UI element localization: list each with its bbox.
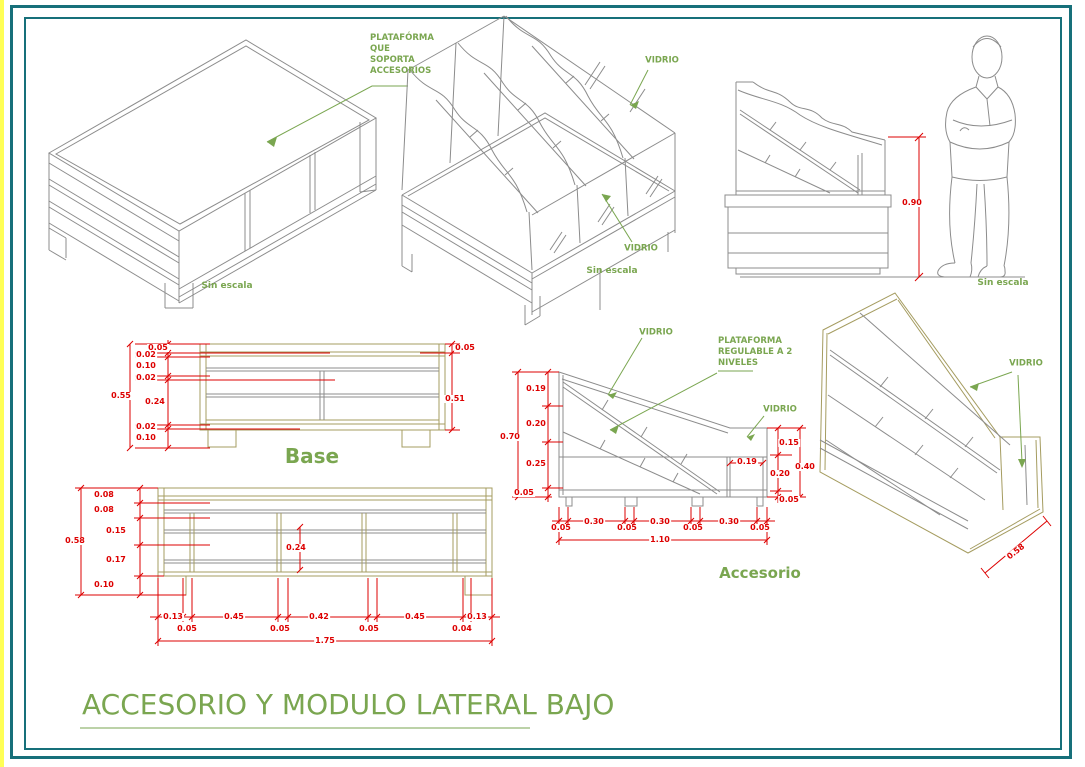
view-label-accesorio: Accesorio [719,564,801,582]
dim-label: 0.10 [135,361,157,370]
dim-label: 0.30 [583,517,605,526]
inner-border [24,17,1062,750]
dim-label: 0.05 [616,523,638,532]
dim-label: 0.08 [93,490,115,499]
dim-label: 0.40 [794,462,816,471]
dim-label: 0.05 [749,523,771,532]
dim-label: 0.05 [778,495,800,504]
dim-label: 0.42 [308,612,330,621]
dim-label: 0.70 [499,432,521,441]
dim-label: 0.05 [358,624,380,633]
dim-label: 0.04 [451,624,473,633]
dim-label: 0.15 [105,526,127,535]
iso-base-table-drawing [48,39,408,309]
front-view-drawing [75,484,500,646]
sheet-edge-strip [0,0,4,767]
dim-label: 0.45 [223,612,245,621]
iso-accessory-drawing [819,292,1052,579]
dim-label: 0.58 [64,536,86,545]
dim-label: 0.20 [769,469,791,478]
dim-label: 0.05 [550,523,572,532]
dim-label: 0.13 [162,612,184,621]
dim-label: 0.19 [525,384,547,393]
dim-label: 0.25 [525,459,547,468]
dim-label: 0.24 [144,397,166,406]
dim-label: 0.05 [682,523,704,532]
dim-label: 0.05 [454,343,476,352]
platform-annotation: PLATAFÓRMA QUE SOPORTA ACCESORIOS [370,33,434,77]
side-elevation-drawing [724,35,1025,282]
scale-note: Sin escala [586,266,638,276]
sheet-title: ACCESORIO Y MODULO LATERAL BAJO [82,688,615,721]
base-front-view-drawing [126,340,460,452]
view-label-base: Base [284,444,340,468]
dim-label: 0.13 [466,612,488,621]
dim-label: 0.05 [176,624,198,633]
vidrio-label: VIDRIO [763,404,797,415]
iso-display-drawing [401,15,676,326]
dim-label: 0.30 [718,517,740,526]
dim-label: 0.30 [649,517,671,526]
vidrio-label: VIDRIO [639,327,673,338]
dim-label: 1.75 [314,636,336,645]
vidrio-label: VIDRIO [1009,358,1043,369]
dim-label: 0.17 [105,555,127,564]
dim-label: 0.55 [110,391,132,400]
dim-label: 0.10 [93,580,115,589]
dim-label: 0.02 [135,422,157,431]
person-figure [937,35,1016,278]
platform-levels-annotation: PLATAFORMA REGULABLE A 2 NIVELES [718,336,793,369]
dim-label: 0.15 [778,438,800,447]
dim-label: 0.20 [525,419,547,428]
outer-border [10,5,1072,759]
dim-label: 0.90 [901,198,923,207]
dim-label: 0.02 [135,373,157,382]
dim-label: 0.02 [135,350,157,359]
dim-label: 0.45 [404,612,426,621]
scale-note: Sin escala [201,281,253,291]
dim-label: 1.10 [649,535,671,544]
vidrio-label: VIDRIO [645,55,679,66]
dim-label: 0.05 [269,624,291,633]
dim-label: 0.05 [147,343,169,352]
dim-label: 0.10 [135,433,157,442]
dim-label: 0.19 [736,457,758,466]
scale-note: Sin escala [977,278,1029,288]
dim-label: 0.08 [93,505,115,514]
dim-label: 0.05 [513,488,535,497]
vidrio-label: VIDRIO [624,243,658,254]
dim-label: 0.51 [444,394,466,403]
dim-label: 0.24 [285,543,307,552]
